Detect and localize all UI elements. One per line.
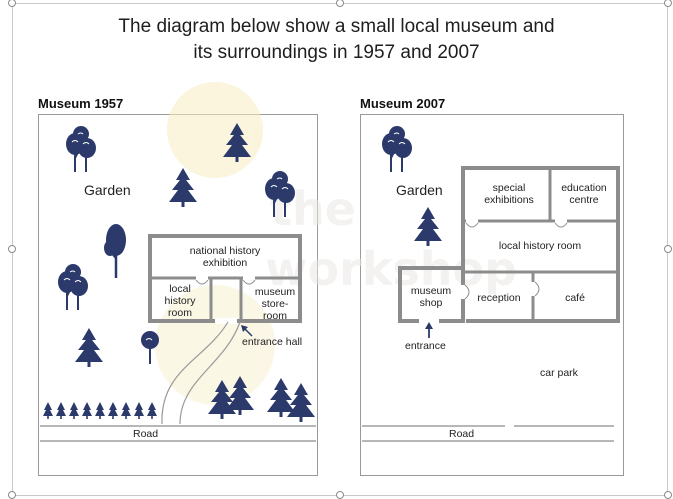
room-local-history-1957: local history room — [152, 283, 208, 319]
doors-2007 — [419, 219, 568, 324]
panel-2007 — [360, 114, 624, 476]
road-label-1957: Road — [133, 428, 159, 440]
resize-handle-mr[interactable] — [664, 245, 672, 253]
room-local-history-2007: local history room — [498, 240, 582, 252]
svg-text:workshop: workshop — [265, 242, 517, 296]
room-text: centre — [569, 194, 599, 206]
title-line-2: its surroundings in 1957 and 2007 — [193, 42, 480, 63]
room-text: national history — [189, 245, 261, 257]
road-1957 — [40, 425, 316, 442]
entrance-arrow-2007 — [425, 322, 433, 338]
car-park-label: car park — [540, 367, 578, 379]
room-text: history — [164, 295, 196, 307]
title-line-1: The diagram below show a small local mus… — [118, 16, 555, 37]
room-cafe: café — [565, 292, 585, 304]
room-text: shop — [419, 297, 443, 309]
room-text: exhibition — [202, 257, 248, 269]
room-text: special — [492, 182, 526, 194]
room-text: room — [168, 307, 192, 319]
resize-handle-tr[interactable] — [664, 0, 672, 7]
path-1957 — [161, 321, 241, 425]
garden-label-2007: Garden — [396, 182, 443, 198]
doors-1957 — [195, 276, 256, 324]
resize-handle-tc[interactable] — [336, 0, 344, 7]
room-text: exhibitions — [484, 194, 534, 206]
room-text: museum — [410, 285, 452, 297]
entrance-hall-arrow — [241, 325, 253, 337]
room-national-history-exhibition: national history exhibition — [152, 245, 298, 269]
room-text: museum — [254, 286, 296, 298]
heading-2007: Museum 2007 — [360, 96, 446, 111]
room-museum-store: museum store- room — [250, 286, 300, 322]
road-2007 — [362, 425, 614, 442]
resize-handle-ml[interactable] — [8, 245, 16, 253]
resize-handle-tl[interactable] — [8, 0, 16, 7]
garden-label-1957: Garden — [84, 182, 131, 198]
room-text: room — [263, 310, 287, 322]
entrance-hall-label: entrance hall — [242, 336, 303, 348]
room-reception: reception — [477, 292, 521, 304]
room-museum-shop: museum shop — [402, 285, 460, 309]
heading-1957: Museum 1957 — [38, 96, 124, 111]
entrance-label: entrance — [405, 340, 446, 352]
road-label-2007: Road — [449, 428, 475, 440]
room-education-centre: education centre — [552, 182, 616, 206]
room-text: education — [561, 182, 607, 194]
room-special-exhibitions: special exhibitions — [468, 182, 550, 206]
diagram-title: The diagram below show a small local mus… — [0, 14, 673, 66]
room-text: store- — [261, 298, 289, 310]
room-text: local — [169, 283, 191, 295]
